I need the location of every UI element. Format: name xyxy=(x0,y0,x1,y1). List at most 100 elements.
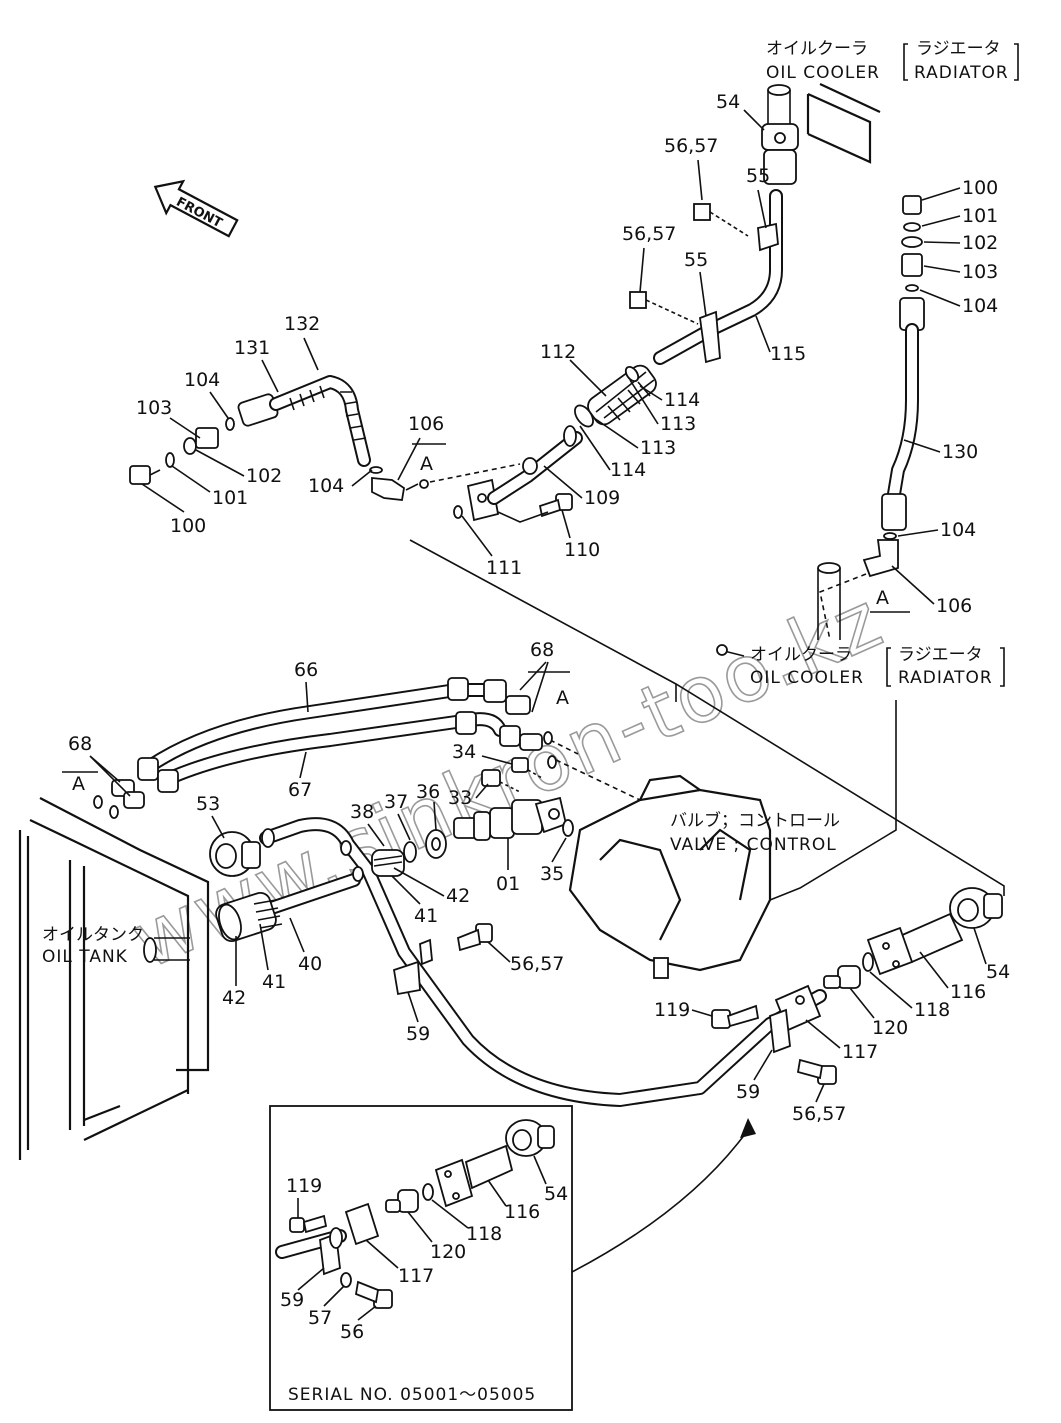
callout-67: 67 xyxy=(288,779,312,801)
oring-118 xyxy=(862,952,874,972)
callout-41-right: 41 xyxy=(414,905,438,927)
inset-clamp-54 xyxy=(505,1119,555,1157)
oil-cooler-mid-en: OIL COOLER xyxy=(750,668,864,688)
callout-113-bottom: 113 xyxy=(640,437,676,459)
hose-131-132 xyxy=(237,375,371,467)
hose-67 xyxy=(157,711,507,793)
hose-112 xyxy=(574,364,657,428)
inset-oring-118 xyxy=(422,1183,434,1201)
callout-101-left: 101 xyxy=(212,487,248,509)
inset-callout-59: 59 xyxy=(280,1289,304,1311)
callout-56-57-right: 56,57 xyxy=(792,1103,846,1125)
callout-110: 110 xyxy=(564,539,600,561)
callout-01: 01 xyxy=(496,873,520,895)
callout-100-left: 100 xyxy=(170,515,206,537)
inset-callout-120: 120 xyxy=(430,1241,466,1263)
inset-bolt-56 xyxy=(354,1280,393,1309)
hose-40 xyxy=(215,873,361,943)
oil-tank-en: OIL TANK xyxy=(42,947,128,967)
oil-cooler-top-body xyxy=(767,83,881,164)
callout-102-left: 102 xyxy=(246,465,282,487)
callout-37: 37 xyxy=(384,791,408,813)
callout-42-right: 42 xyxy=(446,885,470,907)
callout-56-57-a: 56,57 xyxy=(664,135,718,157)
oil-tank-jp: オイルタンク xyxy=(42,925,144,945)
inset-callout-117: 117 xyxy=(398,1265,434,1287)
inset-callout-54: 54 xyxy=(544,1183,568,1205)
callout-112: 112 xyxy=(540,341,576,363)
callout-68-right: 68 xyxy=(530,639,554,661)
callout-59-left: 59 xyxy=(406,1023,430,1045)
inset-bolt-119 xyxy=(289,1214,328,1234)
serial-caption: SERIAL NO. 05001～05005 xyxy=(288,1385,536,1405)
callout-120-right: 120 xyxy=(872,1017,908,1039)
inset-arrow xyxy=(571,1118,756,1273)
callout-a-left-top: A xyxy=(420,453,433,475)
callout-53: 53 xyxy=(196,793,220,815)
callout-56-57-c: 56,57 xyxy=(510,953,564,975)
radiator-top-jp: ラジエータ xyxy=(916,39,1001,59)
callout-56-57-b: 56,57 xyxy=(622,223,676,245)
fittings-68-right xyxy=(483,679,543,751)
oil-cooler-mid-pipe xyxy=(716,562,841,657)
clamp-53 xyxy=(209,831,261,877)
clamp-55-a xyxy=(757,222,779,252)
radiator-mid-jp: ラジエータ xyxy=(898,645,983,665)
elbow-106-right xyxy=(862,532,899,578)
callout-55-b: 55 xyxy=(684,249,708,271)
callout-35: 35 xyxy=(540,863,564,885)
inset-callout-116: 116 xyxy=(504,1201,540,1223)
oil-cooler-top-jp: オイルクーラ xyxy=(766,39,868,59)
callout-36: 36 xyxy=(416,781,440,803)
bolt-56-57-d xyxy=(796,1058,837,1085)
inset-callout-57: 57 xyxy=(308,1307,332,1329)
callout-103-right: 103 xyxy=(962,261,998,283)
oil-cooler-mid-jp: オイルクーラ xyxy=(750,645,852,665)
bolt-56-57-b xyxy=(629,291,699,325)
inset-washer-57 xyxy=(340,1272,352,1288)
callout-111: 111 xyxy=(486,557,522,579)
callout-41-left: 41 xyxy=(262,971,286,993)
oil-cooler-top-en: OIL COOLER xyxy=(766,63,880,83)
oil-tank-label: オイルタンク OIL TANK xyxy=(42,925,144,967)
hose-66 xyxy=(137,677,491,781)
inset-callout-56: 56 xyxy=(340,1321,364,1343)
serial-inset-box: 119 54 116 118 120 117 59 57 56 SERIAL N… xyxy=(269,1105,573,1411)
callout-66: 66 xyxy=(294,659,318,681)
bolt-110 xyxy=(497,493,573,523)
callout-117-right: 117 xyxy=(842,1041,878,1063)
callout-42-left: 42 xyxy=(222,987,246,1009)
callout-116-right: 116 xyxy=(950,981,986,1003)
callout-119-right: 119 xyxy=(654,999,690,1021)
callout-109: 109 xyxy=(584,487,620,509)
callout-118-right: 118 xyxy=(914,999,950,1021)
inset-callout-119: 119 xyxy=(286,1175,322,1197)
clamp-59-left xyxy=(392,938,433,996)
callout-102-right: 102 xyxy=(962,232,998,254)
control-valve xyxy=(568,700,897,979)
callout-54-right: 54 xyxy=(986,961,1010,983)
inset-block-117 xyxy=(319,1202,380,1276)
pipe-116 xyxy=(866,912,964,976)
adapter-01 xyxy=(489,796,574,839)
clamp-54-top xyxy=(761,123,799,185)
inset-fitting-120 xyxy=(385,1189,419,1213)
fitting-34 xyxy=(511,757,543,779)
valve-control-jp: バルブ；コントロール xyxy=(670,810,840,831)
callout-106-left: 106 xyxy=(408,413,444,435)
callout-a-left: A xyxy=(72,773,85,795)
bolt-119 xyxy=(711,1004,760,1029)
callout-33: 33 xyxy=(448,787,472,809)
clamp-55-b xyxy=(699,310,721,364)
callout-100-right: 100 xyxy=(962,177,998,199)
callout-55-a: 55 xyxy=(746,165,770,187)
flange-111 xyxy=(453,478,500,522)
callout-68-left: 68 xyxy=(68,733,92,755)
fitting-120 xyxy=(823,965,861,989)
bolt-56-57-a xyxy=(693,203,749,237)
radiator-top-en: RADIATOR xyxy=(914,63,1009,83)
callout-a-right: A xyxy=(876,587,889,609)
callout-104-left-b: 104 xyxy=(308,475,344,497)
callout-103-left: 103 xyxy=(136,397,172,419)
callout-130: 130 xyxy=(942,441,978,463)
